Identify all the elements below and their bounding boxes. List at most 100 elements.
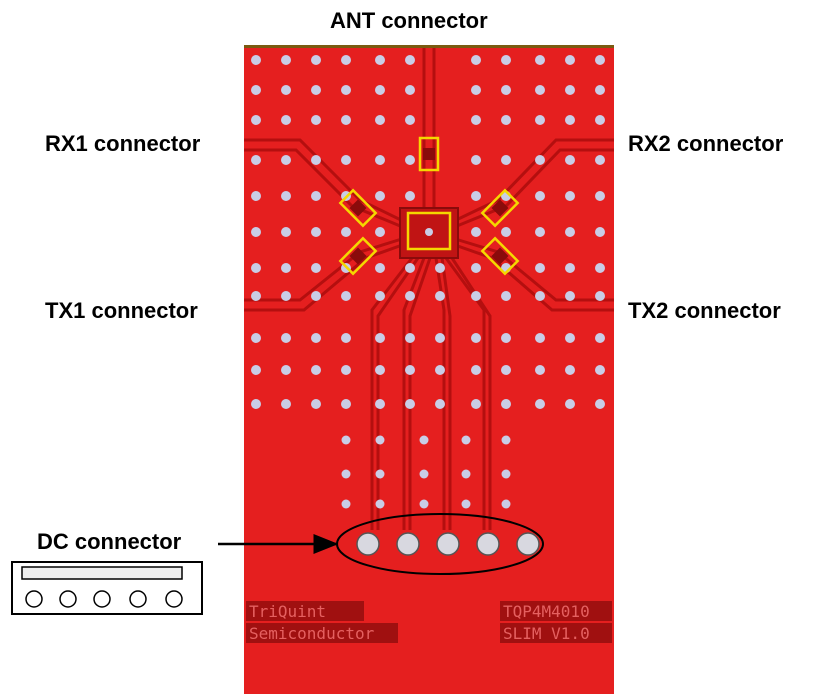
via-99 [565, 333, 575, 343]
via-81 [375, 291, 385, 301]
via-122 [535, 399, 545, 409]
via-19 [535, 85, 545, 95]
via-0 [251, 55, 261, 65]
via-34 [281, 155, 291, 165]
tx2-connector-label: TX2 connector [628, 298, 781, 323]
via-91 [311, 333, 321, 343]
via-83 [435, 291, 445, 301]
trace-12 [402, 257, 426, 530]
via-44 [251, 191, 261, 201]
via-22 [251, 115, 261, 125]
via-59 [375, 227, 385, 237]
via-71 [435, 263, 445, 273]
via-16 [405, 85, 415, 95]
via-129 [501, 435, 511, 445]
via-125 [341, 435, 351, 445]
via-77 [251, 291, 261, 301]
trace-6 [244, 236, 406, 302]
via-127 [419, 435, 429, 445]
via-57 [311, 227, 321, 237]
via-28 [471, 115, 481, 125]
via-45 [281, 191, 291, 201]
via-137 [419, 499, 429, 509]
via-1 [281, 55, 291, 65]
via-92 [341, 333, 351, 343]
via-138 [461, 499, 471, 509]
via-8 [535, 55, 545, 65]
via-15 [375, 85, 385, 95]
via-109 [501, 365, 511, 375]
trace-17 [450, 257, 492, 530]
via-95 [435, 333, 445, 343]
trace-14 [434, 257, 446, 530]
via-49 [405, 191, 415, 201]
trace-16 [444, 257, 486, 530]
via-120 [471, 399, 481, 409]
via-48 [375, 191, 385, 201]
via-130 [341, 469, 351, 479]
via-131 [375, 469, 385, 479]
via-61 [501, 227, 511, 237]
via-10 [595, 55, 605, 65]
trace-13 [408, 257, 432, 530]
via-13 [311, 85, 321, 95]
via-97 [501, 333, 511, 343]
via-66 [281, 263, 291, 273]
via-12 [281, 85, 291, 95]
via-42 [565, 155, 575, 165]
via-40 [501, 155, 511, 165]
via-55 [251, 227, 261, 237]
via-30 [535, 115, 545, 125]
via-107 [435, 365, 445, 375]
via-24 [311, 115, 321, 125]
via-9 [565, 55, 575, 65]
via-25 [341, 115, 351, 125]
via-139 [501, 499, 511, 509]
via-76 [595, 263, 605, 273]
via-grid [251, 55, 605, 509]
rf-traces [244, 48, 614, 530]
via-123 [565, 399, 575, 409]
via-43 [595, 155, 605, 165]
via-89 [251, 333, 261, 343]
via-54 [595, 191, 605, 201]
via-60 [471, 227, 481, 237]
via-114 [281, 399, 291, 409]
via-85 [501, 291, 511, 301]
via-117 [375, 399, 385, 409]
via-2 [311, 55, 321, 65]
via-32 [595, 115, 605, 125]
via-132 [419, 469, 429, 479]
via-78 [281, 291, 291, 301]
via-29 [501, 115, 511, 125]
via-101 [251, 365, 261, 375]
via-115 [311, 399, 321, 409]
via-121 [501, 399, 511, 409]
component-body-0 [423, 148, 435, 160]
trace-3 [244, 148, 406, 230]
tx1-connector-label: TX1 connector [45, 298, 198, 323]
via-53 [565, 191, 575, 201]
via-116 [341, 399, 351, 409]
via-128 [461, 435, 471, 445]
via-31 [565, 115, 575, 125]
silk-vendor-bg1 [246, 601, 364, 621]
via-102 [281, 365, 291, 375]
via-93 [375, 333, 385, 343]
via-70 [405, 263, 415, 273]
via-23 [281, 115, 291, 125]
dc-pin-row [356, 532, 540, 556]
trace-11 [376, 257, 420, 530]
via-33 [251, 155, 261, 165]
via-14 [341, 85, 351, 95]
via-35 [311, 155, 321, 165]
via-4 [375, 55, 385, 65]
via-84 [471, 291, 481, 301]
via-46 [311, 191, 321, 201]
trace-9 [451, 242, 614, 312]
component-outline-2 [480, 188, 520, 228]
silk-part-line1: TQP4M4010 [503, 602, 590, 621]
via-119 [435, 399, 445, 409]
dc-pin-1 [396, 532, 420, 556]
